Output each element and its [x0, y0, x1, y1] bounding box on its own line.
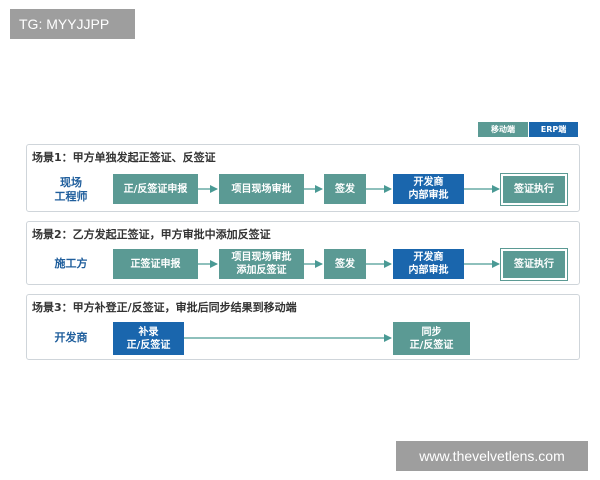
scene-1-actor: 现场工程师 — [54, 176, 88, 203]
scene-3-step-1: 补录正/反签证 — [113, 322, 184, 355]
scene-2-step-4: 开发商内部审批 — [393, 249, 464, 279]
scene-3-panel: 场景3：甲方补登正/反签证，审批后同步结果到移动端 — [26, 294, 580, 360]
scene-2-step-1: 正签证申报 — [113, 249, 198, 279]
scene-1-step-3: 签发 — [324, 174, 366, 204]
scene-1-step-1: 正/反签证申报 — [113, 174, 198, 204]
legend-erp: ERP端 — [529, 122, 578, 137]
scene-1-title: 场景1：甲方单独发起正签证、反签证 — [32, 151, 216, 164]
scene-2-title: 场景2：乙方发起正签证，甲方审批中添加反签证 — [32, 228, 271, 241]
scene-2-step-3: 签发 — [324, 249, 366, 279]
scene-2-step-2: 项目现场审批添加反签证 — [219, 249, 304, 279]
scene-3-step-2: 同步正/反签证 — [393, 322, 470, 355]
scene-2-actor: 施工方 — [54, 257, 88, 270]
scene-3-actor: 开发商 — [54, 331, 88, 344]
scene-1-step-5: 签证执行 — [503, 176, 565, 203]
legend-mobile: 移动端 — [478, 122, 528, 137]
top-watermark: TG: MYYJJPP — [10, 9, 135, 39]
scene-3-title: 场景3：甲方补登正/反签证，审批后同步结果到移动端 — [32, 301, 297, 314]
bottom-watermark: www.thevelvetlens.com — [396, 441, 588, 471]
scene-2-step-5: 签证执行 — [503, 251, 565, 278]
scene-1-step-2: 项目现场审批 — [219, 174, 304, 204]
scene-1-step-4: 开发商内部审批 — [393, 174, 464, 204]
